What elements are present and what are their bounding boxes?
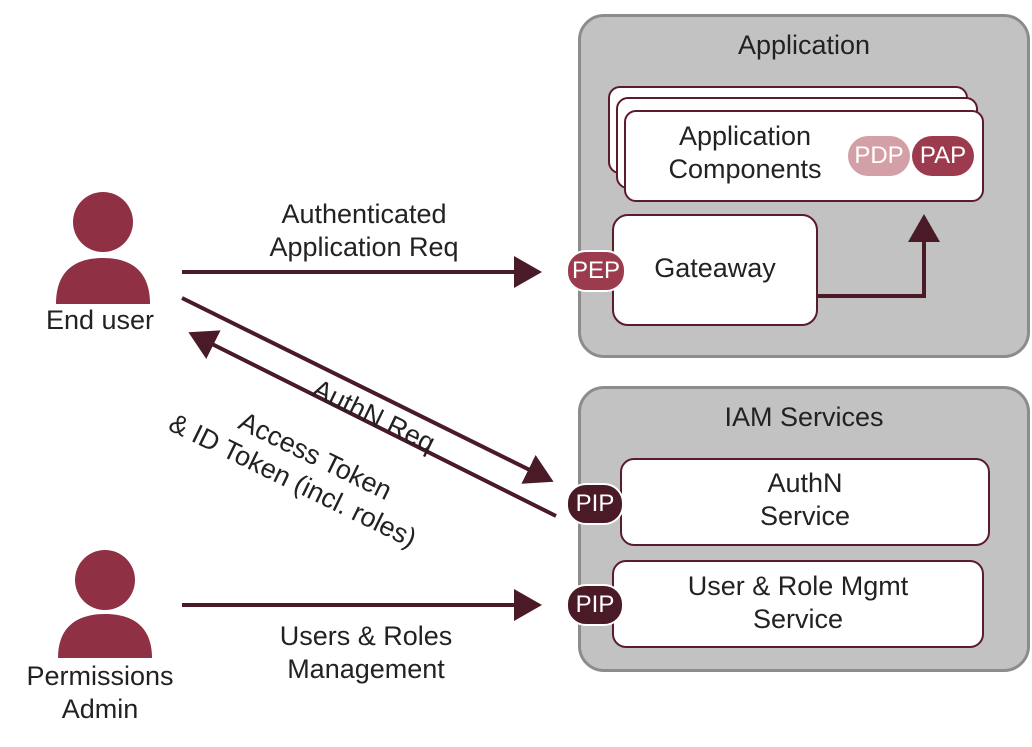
authn-service-box <box>620 458 990 546</box>
application-title: Application <box>737 30 871 60</box>
iam-services-title: IAM Services <box>724 402 884 432</box>
application-components-box <box>624 110 984 202</box>
pip-badge-authn: PIP <box>566 483 624 525</box>
permissions-admin-person-icon <box>58 550 152 658</box>
authenticated-req-line1: Authenticated <box>281 199 447 229</box>
pap-badge: PAP <box>912 136 974 176</box>
users-roles-line2: Management <box>287 654 445 684</box>
permissions-admin-line2: Admin <box>61 694 139 724</box>
users-roles-label: Users & Roles Management <box>216 620 516 686</box>
end-user-label: End user <box>45 305 155 335</box>
user-role-mgmt-box <box>612 560 984 648</box>
authenticated-req-label: Authenticated Application Req <box>214 198 514 264</box>
user-role-mgmt-line1: User & Role Mgmt <box>687 571 909 601</box>
application-components-line1: Application <box>678 121 812 151</box>
authenticated-req-line2: Application Req <box>269 232 459 262</box>
permissions-admin-line1: Permissions <box>26 661 174 691</box>
pep-badge: PEP <box>566 250 626 292</box>
permissions-admin-label: Permissions Admin <box>10 660 190 726</box>
tokens-arrow <box>188 330 557 518</box>
users-roles-line1: Users & Roles <box>279 621 453 651</box>
pdp-badge: PDP <box>848 136 910 176</box>
authn-service-label: AuthN Service <box>620 467 990 533</box>
authn-service-line2: Service <box>759 501 851 531</box>
end-user-person-icon <box>56 192 150 304</box>
gateway-to-pap-arrow <box>818 214 940 298</box>
user-role-mgmt-label: User & Role Mgmt Service <box>612 570 984 636</box>
pip-badge-user-role: PIP <box>566 584 624 626</box>
authn-service-line1: AuthN <box>767 468 843 498</box>
application-components-label: Application Components <box>640 120 850 186</box>
user-role-mgmt-line2: Service <box>752 604 844 634</box>
application-components-line2: Components <box>668 154 822 184</box>
gateway-label: Gateaway <box>654 253 776 283</box>
gateway-box <box>612 214 818 326</box>
authn-req-arrow <box>181 296 554 484</box>
